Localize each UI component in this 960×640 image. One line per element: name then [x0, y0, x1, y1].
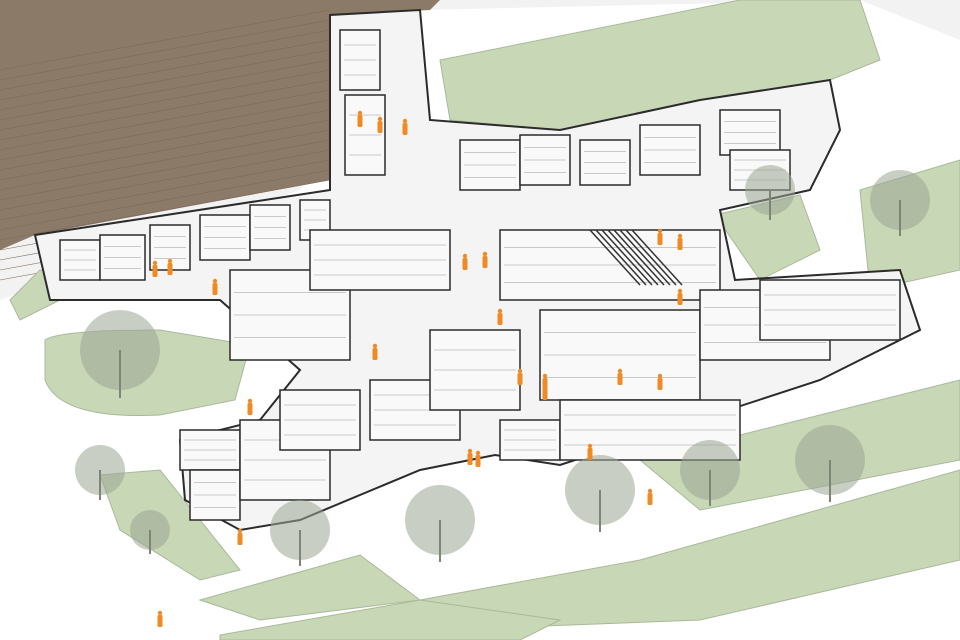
seating-row — [601, 229, 653, 286]
person-figure-icon — [167, 258, 173, 275]
tree-icon — [130, 510, 170, 554]
person-figure-icon — [212, 278, 218, 295]
person-figure-icon — [482, 251, 488, 268]
person-figure-icon — [372, 343, 378, 360]
person-figure-icon — [647, 488, 653, 505]
person-figure-icon — [467, 448, 473, 465]
tree-icon — [795, 425, 865, 502]
person-figure-icon — [152, 260, 158, 277]
tree-icon — [405, 485, 475, 562]
person-figure-icon — [247, 398, 253, 415]
trees — [75, 165, 930, 566]
tree-icon — [870, 170, 930, 236]
seating-row — [613, 229, 665, 286]
person-figure-icon — [617, 368, 623, 385]
tree-icon — [745, 165, 795, 220]
person-figure-icon — [357, 110, 363, 127]
tree-icon — [680, 440, 740, 506]
tree-icon — [75, 445, 125, 500]
seating-row — [607, 229, 659, 286]
seating-row — [619, 229, 671, 286]
person-figure-icon — [402, 118, 408, 135]
person-figure-icon — [587, 443, 593, 460]
person-figure-icon — [517, 368, 523, 385]
person-figure-icon — [377, 116, 383, 133]
tree-icon — [270, 500, 330, 566]
people — [152, 110, 683, 627]
person-figure-icon — [657, 373, 663, 390]
person-figure-icon — [157, 610, 163, 627]
person-figure-icon — [237, 528, 243, 545]
tree-icon — [80, 310, 160, 398]
seating-row — [625, 229, 677, 286]
tree-icon — [565, 455, 635, 532]
person-figure-icon — [677, 233, 683, 250]
person-figure-icon — [462, 253, 468, 270]
person-figure-icon — [497, 308, 503, 325]
person-figure-icon — [542, 383, 548, 400]
seating-row — [589, 229, 641, 286]
person-figure-icon — [475, 450, 481, 467]
person-figure-icon — [677, 288, 683, 305]
person-figure-icon — [657, 228, 663, 245]
seating-row — [631, 229, 683, 286]
seating-row — [595, 229, 647, 286]
